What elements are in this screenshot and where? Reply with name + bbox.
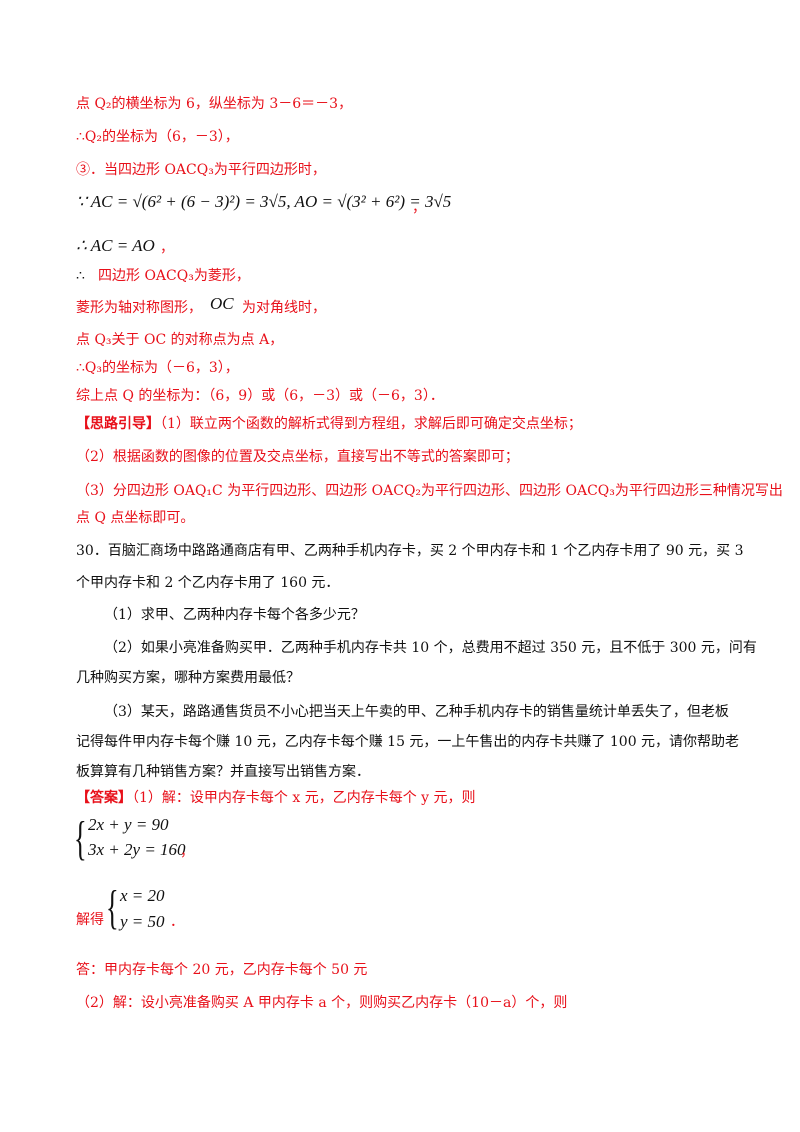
solution: y = 50: [120, 912, 165, 931]
text-line: ∴Q₃的坐标为（－6，3），: [76, 360, 239, 376]
math-formula: ∵ AC = √(6² + (6 − 3)²) = 3√5, AO = √(3²…: [76, 192, 452, 211]
text-line: 点 Q₃关于 OC 的对称点为点 A，: [76, 332, 284, 348]
left-brace: {: [74, 812, 87, 865]
text-line: ．: [170, 914, 184, 930]
text-line: 四边形 OACQ₃为菱形，: [98, 268, 250, 284]
question-text: 几种购买方案，哪种方案费用最低？: [76, 670, 300, 686]
text-line: ，: [160, 240, 174, 256]
equation: 3x + 2y = 160: [88, 840, 186, 859]
text-line: ∴Q₂的坐标为（6，－3），: [76, 129, 239, 145]
hint-text: （1）联立两个函数的解析式得到方程组，求解后即可确定交点坐标；: [160, 416, 582, 432]
answer-text: （1）解：设甲内存卡每个 x 元，乙内存卡每个 y 元，则: [132, 790, 476, 806]
question-text: 板算算有几种销售方案？并直接写出销售方案．: [76, 764, 370, 780]
hint-line: 【思路引导】（1）联立两个函数的解析式得到方程组，求解后即可确定交点坐标；: [76, 414, 582, 434]
answer-line: 【答案】（1）解：设甲内存卡每个 x 元，乙内存卡每个 y 元，则: [76, 788, 476, 808]
text-line: （3）分四边形 OAQ₁C 为平行四边形、四边形 OACQ₂为平行四边形、四边形…: [76, 483, 783, 499]
math-formula: OC: [210, 294, 234, 313]
text-line: ③．当四边形 OACQ₃为平行四边形时，: [76, 162, 326, 178]
question-part-1: （1）求甲、乙两种内存卡每个各多少元？: [104, 607, 365, 623]
text-line: 为对角线时，: [242, 300, 326, 316]
hint-tag: 【思路引导】: [76, 416, 160, 432]
text-line: 点 Q 点坐标即可。: [76, 510, 195, 526]
solution: x = 20: [120, 886, 165, 905]
left-brace: {: [106, 881, 119, 934]
answer-tag: 【答案】: [76, 790, 132, 806]
text-line: ，: [412, 200, 426, 216]
question-text: 个甲内存卡和 2 个乙内存卡用了 160 元．: [76, 575, 340, 591]
question-part-2: （2）如果小亮准备购买甲．乙两种手机内存卡共 10 个，总费用不超过 350 元…: [104, 640, 757, 656]
text-line: 点 Q₂的横坐标为 6，纵坐标为 3－6＝－3，: [76, 96, 353, 112]
equation: 2x + y = 90: [88, 815, 169, 834]
text-line: （2）根据函数的图像的位置及交点坐标，直接写出不等式的答案即可；: [76, 449, 519, 465]
question-text: 30．百脑汇商场中路路通商店有甲、乙两种手机内存卡，买 2 个甲内存卡和 1 个…: [76, 543, 744, 559]
solve-label: 解得: [76, 912, 104, 928]
text-line: 答：甲内存卡每个 20 元，乙内存卡每个 50 元: [76, 962, 368, 978]
question-part-3: （3）某天，路路通售货员不小心把当天上午卖的甲、乙种手机内存卡的销售量统计单丢失…: [104, 704, 729, 720]
question-text: 记得每件甲内存卡每个赚 10 元，乙内存卡每个赚 15 元，一上午售出的内存卡共…: [76, 734, 740, 750]
text-line: ，: [180, 844, 194, 860]
math-formula: ∴ AC = AO: [76, 236, 155, 255]
text-line: 菱形为轴对称图形，: [76, 300, 202, 316]
text-line: 综上点 Q 的坐标为：（6，9）或（6，－3）或（－6，3）．: [76, 388, 444, 404]
text-line: （2）解：设小亮准备购买 A 甲内存卡 a 个，则购买乙内存卡（10－a）个，则: [76, 995, 568, 1011]
therefore-symbol: ∴: [76, 268, 85, 284]
